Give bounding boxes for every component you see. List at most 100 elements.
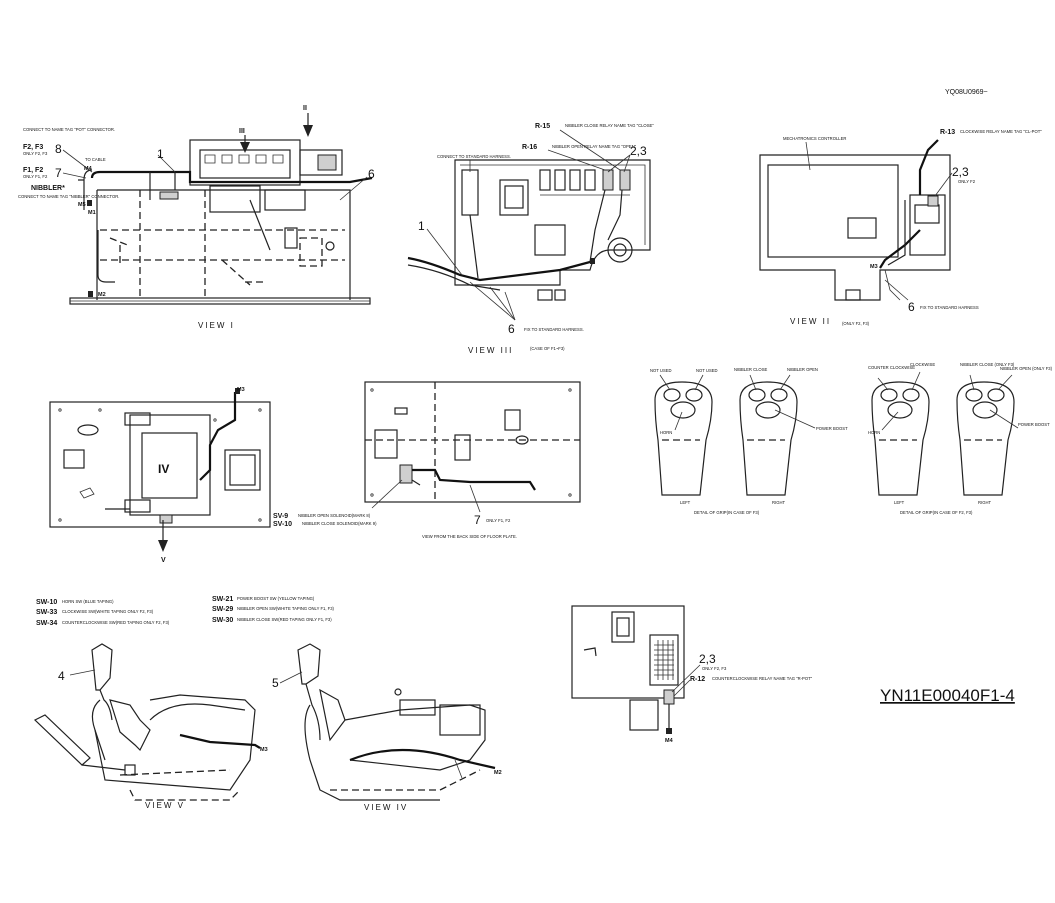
view-iii-callout-6: 6 [508, 322, 515, 336]
grip-f3-power-boost: POWER BOOST [816, 426, 848, 431]
grip-f2f3-nibbler-open: NIBBLER OPEN (ONLY F3) [1000, 366, 1053, 371]
view-ii-label-m3: M3 [870, 264, 878, 270]
grips-f3-drawing [654, 374, 816, 496]
grip-f3-nibbler-open: NIBBLER OPEN [787, 367, 818, 372]
view-v-label-m3: M3 [260, 747, 268, 753]
view-i-label-to-cable: TO CABLE [85, 157, 106, 162]
grip-f3-not-used-1: NOT USED [650, 368, 672, 373]
view-i-label-m5: M5 [78, 202, 86, 208]
view-v-sw33-desc: CLOCKWISE SW(WHITE TAPING ONLY F2, F3) [62, 609, 154, 614]
view-i-label-m4: M4 [84, 166, 93, 172]
view-ii-only: ONLY F2 [958, 179, 976, 184]
back-plate-drawing [364, 381, 581, 513]
view-iii-label: VIEW III [468, 346, 513, 355]
view-i-marker-iii: III [239, 128, 245, 135]
grip-f2f3-caption: DETAIL OF GRIP(IN CASE OF F2, F3) [900, 510, 973, 515]
view-iv-sw21-desc: POWER BOOST SW (YELLOW TAPING) [237, 596, 315, 601]
relay-r12-drawing [571, 605, 701, 734]
view-ii-mech-controller: MECHATRONICS CONTROLLER [783, 136, 846, 141]
view-v-sw33-code: SW-33 [36, 609, 57, 616]
view-iii-drawing [407, 129, 651, 321]
view-ii-fix-note: FIX TO STANDARD HARNESS [920, 305, 979, 310]
relay-r12-code: R-12 [690, 676, 705, 683]
grip-f3-not-used-2: NOT USED [696, 368, 718, 373]
view-i-label-m2: M2 [98, 292, 106, 298]
view-i-label-only-f2f3: ONLY F2, F3 [23, 151, 48, 156]
view-i-callout-8: 8 [55, 142, 62, 156]
grip-f3-left: LEFT [680, 500, 691, 505]
view-ii-r13-code: R-13 [940, 129, 955, 136]
view-ii-only-note: (ONLY F2, F3) [842, 321, 870, 326]
drawing-number: YN11E00040F1-4 [880, 686, 1015, 705]
view-i-label-f1f2: F1, F2 [23, 167, 43, 174]
back-plate-view-note: VIEW FROM THE BACK SIDE OF FLOOR PLATE. [422, 534, 517, 539]
view-ii-callout-23: 2,3 [952, 165, 969, 179]
view-v-sw10-code: SW-10 [36, 599, 57, 606]
grip-f3-caption: DETAIL OF GRIP(IN CASE OF F3) [694, 510, 760, 515]
view-iv-label-m2: M2 [494, 770, 502, 776]
grip-f3-horn: HORN [660, 430, 672, 435]
view-iv-plate-drawing [49, 388, 271, 552]
view-i-callout-7: 7 [55, 166, 62, 180]
view-iii-r16-code: R-16 [522, 144, 537, 151]
view-i-label-only-f1f2: ONLY F1, F2 [23, 174, 48, 179]
grip-f2f3-counter-clockwise: COUNTER CLOCKWISE [868, 365, 915, 370]
view-i-label-nibbler: NIBBLER* [31, 185, 65, 192]
view-i-drawing [62, 113, 373, 305]
relay-r12-label-m4: M4 [665, 738, 674, 744]
view-iii-r15-desc: NIBBLER CLOSE RELAY NAME TAG "CLOSE" [565, 123, 654, 128]
grip-f2f3-power-boost: POWER BOOST [1018, 422, 1050, 427]
view-ii-callout-6: 6 [908, 300, 915, 314]
view-v-sw34-code: SW-34 [36, 620, 57, 627]
grip-f2f3-nibbler-close: NIBBLER CLOSE (ONLY F3) [960, 362, 1015, 367]
back-plate-sv9-code: SV-9 [273, 513, 288, 520]
view-iii-case-note: (CASE OF F1~F3) [530, 346, 565, 351]
view-i-note-connect-nibbler: CONNECT TO NAME TAG "NIBBLER" CONNECTOR. [18, 194, 119, 199]
grip-f2f3-right: RIGHT [978, 500, 991, 505]
view-iii-r15-code: R-15 [535, 123, 550, 130]
view-iii-callout-1: 1 [418, 219, 425, 233]
view-i-label: VIEW I [198, 321, 235, 330]
view-iv-sw30-desc: NIBBLER CLOSE SW(RED TAPING ONLY F1, F3) [237, 617, 332, 622]
grip-f2f3-horn: HORN [868, 430, 880, 435]
relay-r12-callout-23: 2,3 [699, 652, 716, 666]
view-i-label-m1: M1 [88, 210, 96, 216]
view-i-marker-ii: II [303, 105, 307, 112]
view-iv-sw30-code: SW-30 [212, 617, 233, 624]
view-iii-callout-23: 2,3 [630, 144, 647, 158]
view-iv-sw21-code: SW-21 [212, 596, 233, 603]
back-plate-sv9-desc: NIBBLER OPEN SOLENOID(MARK 8) [298, 513, 371, 518]
grip-f3-right: RIGHT [772, 500, 785, 505]
view-ii-drawing [759, 139, 953, 301]
grips-f2f3-drawing [871, 371, 1019, 496]
view-iii-note-connect-standard: CONNECT TO STANDARD HARNESS. [437, 154, 511, 159]
view-iv-callout-5: 5 [272, 676, 279, 690]
view-v-sw34-desc: COUNTERCLOCKWISE SW(RED TAPING ONLY F2, … [62, 620, 170, 625]
view-v-sw10-desc: HORN SW (BLUE TAPING) [62, 599, 114, 604]
view-i-label-f2f3: F2, F3 [23, 144, 43, 151]
view-iv-sw29-code: SW-29 [212, 606, 233, 613]
view-i-note-connect-pot: CONNECT TO NAME TAG "POT" CONNECTOR. [23, 127, 115, 132]
view-i-callout-6: 6 [368, 167, 375, 181]
view-i-callout-1: 1 [157, 147, 164, 161]
view-iii-fix-note: FIX TO STANDARD HARNESS. [524, 327, 584, 332]
view-iv-plate-marker-v: V [161, 557, 166, 564]
view-iv-plate-marker-iv: IV [158, 462, 169, 476]
view-iv-label: VIEW IV [364, 803, 408, 812]
view-ii-r13-desc: CLOCKWISE RELAY NAME TAG "CL-POT" [960, 129, 1042, 134]
view-iv-sw29-desc: NIBBLER OPEN SW(WHITE TAPING ONLY F1, F3… [237, 606, 335, 611]
back-plate-sv10-code: SV-10 [273, 521, 292, 528]
grip-f2f3-left: LEFT [894, 500, 905, 505]
grip-f3-nibbler-close: NIBBLER CLOSE [734, 367, 767, 372]
view-iii-r16-desc: NIBBLER OPEN RELAY NAME TAG "OPEN" [552, 144, 637, 149]
view-iv-drawing [279, 643, 496, 801]
relay-r12-desc: COUNTERCLOCKWISE RELAY NAME TAG "R-POT" [712, 676, 813, 681]
view-iv-plate-label-m3: M3 [237, 387, 245, 393]
back-plate-only-note: ONLY F1, F2 [486, 518, 511, 523]
relay-r12-only-note: ONLY F2, F3 [702, 666, 727, 671]
view-v-label: VIEW V [145, 801, 185, 810]
back-plate-sv10-desc: NIBBLER CLOSE SOLENOID(MARK 9) [302, 521, 377, 526]
back-plate-callout-7: 7 [474, 513, 481, 527]
grip-f2f3-clockwise: CLOCKWISE [910, 362, 935, 367]
